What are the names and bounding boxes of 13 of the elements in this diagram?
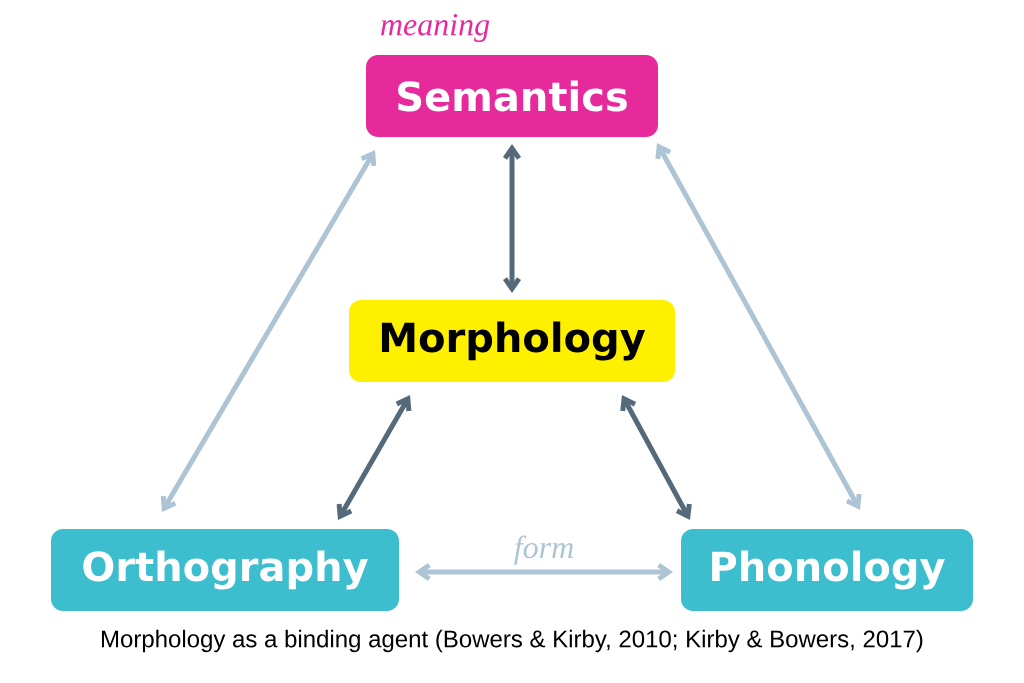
caption: Morphology as a binding agent (Bowers & Kirby, 2010; Kirby & Bowers, 2017) bbox=[102, 629, 923, 653]
double-arrow bbox=[655, 143, 862, 510]
double-arrow bbox=[502, 144, 522, 293]
double-arrow bbox=[620, 395, 692, 520]
label-box: Orthography bbox=[51, 529, 399, 611]
double-arrow bbox=[336, 395, 412, 520]
annotation: meaning bbox=[381, 14, 490, 42]
edge-label: form bbox=[512, 534, 576, 566]
label-box: Phonology bbox=[681, 529, 973, 611]
label-box: Semantics bbox=[366, 55, 658, 137]
label-box: Morphology bbox=[349, 300, 675, 382]
double-arrow bbox=[160, 150, 377, 512]
double-arrow bbox=[415, 562, 673, 582]
